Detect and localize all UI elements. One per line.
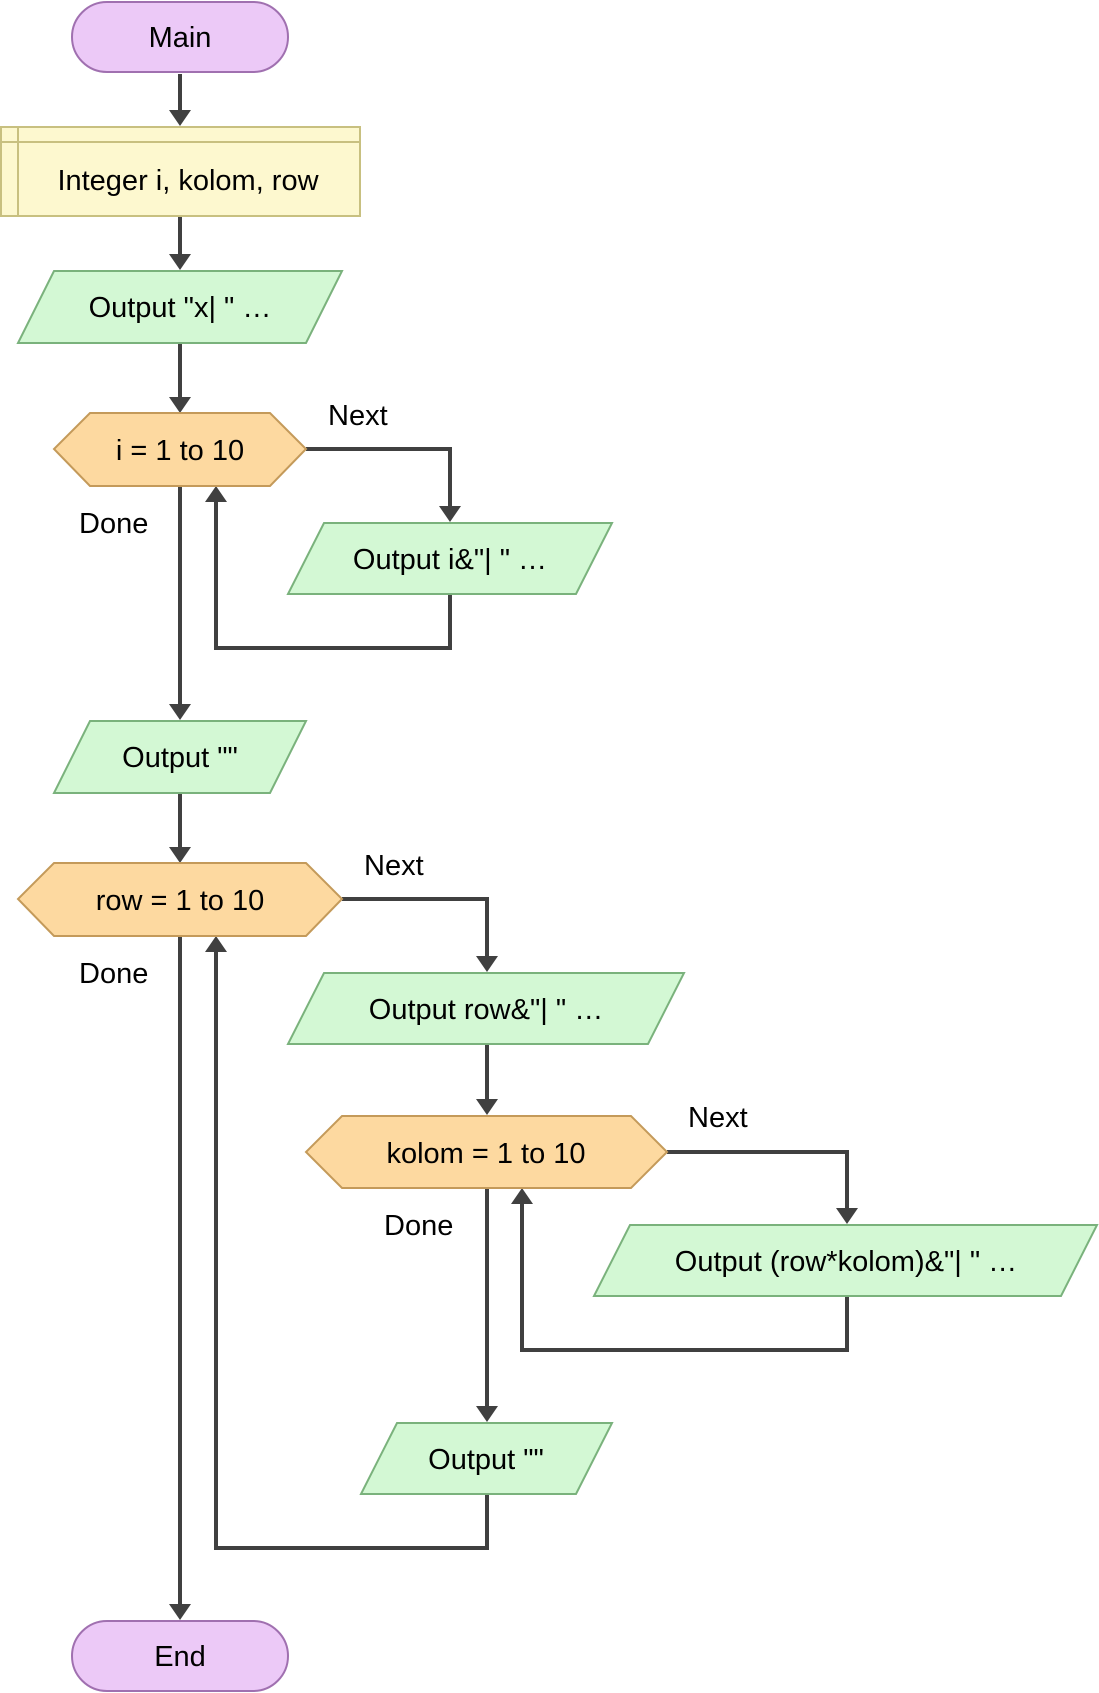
loop-kolom-label: kolom = 1 to 10 [386, 1138, 585, 1170]
output-header-label: Output "x| " … [89, 292, 272, 324]
output-blank-line-2-label: Output "" [428, 1444, 544, 1476]
output-blank-line-1: Output "" [52, 720, 308, 794]
start-terminal: Main [71, 1, 289, 73]
edges [169, 74, 858, 1620]
output-blank-line-2: Output "" [359, 1422, 614, 1495]
loop-kolom: kolom = 1 to 10 [304, 1115, 669, 1189]
arrowhead [476, 1099, 498, 1115]
loop-kolom-next-label: Next [688, 1102, 748, 1134]
declare-block: Integer i, kolom, row [0, 126, 361, 217]
arrowhead [476, 1406, 498, 1422]
loop-i-done-label: Done [79, 508, 148, 540]
output-loop-kolom-body: Output (row*kolom)&"| " … [592, 1224, 1099, 1297]
edge-loop-i-back [214, 500, 452, 650]
output-loop-kolom-body-label: Output (row*kolom)&"| " … [675, 1246, 1017, 1278]
output-blank-line-1-label: Output "" [122, 742, 238, 774]
declare-label: Integer i, kolom, row [57, 165, 319, 197]
arrowhead [836, 1208, 858, 1224]
arrowhead [476, 956, 498, 972]
arrowhead [169, 847, 191, 863]
arrowhead [169, 397, 191, 413]
output-loop-i-body-label: Output i&"| " … [353, 544, 547, 576]
output-loop-row-body: Output row&"| " … [286, 972, 686, 1045]
start-terminal-label: Main [149, 22, 212, 54]
arrowhead [169, 1604, 191, 1620]
loop-row-done-label: Done [79, 958, 148, 990]
loop-row-next-label: Next [364, 850, 424, 882]
loop-i: i = 1 to 10 [52, 412, 308, 487]
end-terminal: End [71, 1620, 289, 1692]
loop-i-next-label: Next [328, 400, 388, 432]
arrowhead [169, 704, 191, 720]
edge-loop-i-next [306, 447, 452, 508]
edge-labels: Next Done Next Done Next Done [79, 400, 748, 1242]
edge-loop-kolom-back [520, 1202, 849, 1352]
loop-i-label: i = 1 to 10 [116, 435, 244, 467]
loop-row-label: row = 1 to 10 [96, 885, 264, 917]
output-loop-i-body: Output i&"| " … [286, 522, 614, 595]
edge-loop-kolom-next [667, 1150, 849, 1210]
arrowhead [439, 506, 461, 522]
arrowhead [205, 936, 227, 952]
arrowhead [205, 486, 227, 502]
edge-loop-row-back [214, 950, 489, 1550]
edge-loop-row-next [342, 897, 489, 958]
loop-kolom-done-label: Done [384, 1210, 453, 1242]
output-header: Output "x| " … [16, 270, 344, 344]
output-loop-row-body-label: Output row&"| " … [369, 994, 603, 1026]
arrowhead [169, 110, 191, 126]
arrowhead [511, 1188, 533, 1204]
end-terminal-label: End [154, 1641, 206, 1673]
loop-row: row = 1 to 10 [16, 862, 344, 937]
arrowhead [169, 254, 191, 270]
